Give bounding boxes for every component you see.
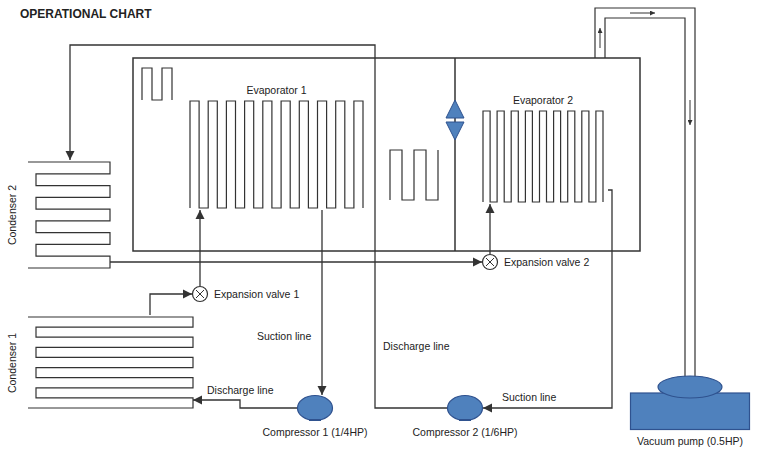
flow-arrow bbox=[600, 28, 601, 48]
evaporator-coil: Evaporator 1 bbox=[185, 82, 368, 210]
chart-title: OPERATIONAL CHART bbox=[20, 8, 152, 21]
evaporator-coil-outline bbox=[478, 92, 608, 204]
refrigerant-line bbox=[193, 400, 297, 408]
coil-tubes bbox=[483, 111, 603, 202]
fan-symbol bbox=[446, 122, 464, 140]
evaporator-coil: Evaporator 2 bbox=[478, 92, 608, 204]
cold-chamber bbox=[133, 58, 640, 251]
coil-section bbox=[390, 150, 438, 200]
flow-arrow bbox=[630, 13, 655, 14]
expansion-valve-outline bbox=[192, 286, 208, 302]
evaporator-coil-outline bbox=[185, 82, 368, 210]
component-label: Condenser 2 bbox=[6, 185, 19, 245]
component-label: Expansion valve 1 bbox=[214, 288, 299, 301]
expansion-valve-outline bbox=[482, 254, 498, 270]
refrigerant-line bbox=[110, 261, 482, 262]
condenser-coil-outline bbox=[28, 315, 193, 410]
vacuum-pipe bbox=[605, 18, 685, 377]
compressor-body bbox=[448, 396, 483, 421]
refrigerant-line bbox=[321, 210, 322, 395]
coil-tubes bbox=[28, 162, 110, 268]
refrigerant-line bbox=[70, 45, 447, 408]
expansion-valve: Expansion valve 1 bbox=[192, 286, 208, 302]
valve-body bbox=[483, 255, 498, 270]
vacuum-pipe bbox=[595, 8, 695, 377]
chamber-divider bbox=[454, 58, 456, 251]
line-label: Discharge line bbox=[381, 340, 452, 353]
refrigerant-line bbox=[483, 190, 612, 408]
pump-motor bbox=[658, 376, 722, 398]
compressor-outline bbox=[297, 395, 333, 421]
component-label: Compressor 1 (1/4HP) bbox=[262, 426, 367, 439]
component-label: Evaporator 1 bbox=[185, 82, 368, 97]
component-label: Expansion valve 2 bbox=[504, 256, 589, 269]
condenser-coil: Condenser 1 bbox=[28, 315, 193, 410]
coil-tubes bbox=[28, 317, 193, 408]
compressor-body bbox=[298, 396, 333, 421]
condenser-coil: Condenser 2 bbox=[28, 160, 110, 270]
compressor: Compressor 2 (1/6HP) bbox=[447, 395, 483, 421]
vacuum-pump-outline bbox=[630, 375, 750, 430]
refrigerant-line bbox=[489, 204, 490, 254]
coil-tubes bbox=[190, 101, 363, 208]
line-label: Suction line bbox=[255, 330, 313, 343]
valve-body bbox=[193, 287, 208, 302]
line-label: Suction line bbox=[500, 391, 558, 404]
fan-symbol bbox=[446, 100, 464, 118]
component-label: Evaporator 2 bbox=[478, 92, 608, 107]
compressor-outline bbox=[447, 395, 483, 421]
valve-cross bbox=[196, 290, 204, 298]
vacuum-pump: Vacuum pump (0.5HP) bbox=[630, 375, 750, 430]
refrigerant-line bbox=[199, 210, 200, 286]
refrigerant-line bbox=[150, 294, 192, 315]
compressor-base bbox=[459, 419, 471, 421]
component-label: Vacuum pump (0.5HP) bbox=[637, 435, 743, 448]
compressor: Compressor 1 (1/4HP) bbox=[297, 395, 333, 421]
condenser-coil-outline bbox=[28, 160, 110, 270]
component-label: Compressor 2 (1/6HP) bbox=[412, 426, 517, 439]
flow-arrow bbox=[690, 100, 691, 125]
compressor-base bbox=[309, 419, 321, 421]
valve-cross bbox=[486, 258, 494, 266]
line-label: Discharge line bbox=[205, 384, 276, 397]
expansion-valve: Expansion valve 2 bbox=[482, 254, 498, 270]
coil-section bbox=[142, 68, 172, 100]
component-label: Condenser 1 bbox=[6, 332, 19, 392]
